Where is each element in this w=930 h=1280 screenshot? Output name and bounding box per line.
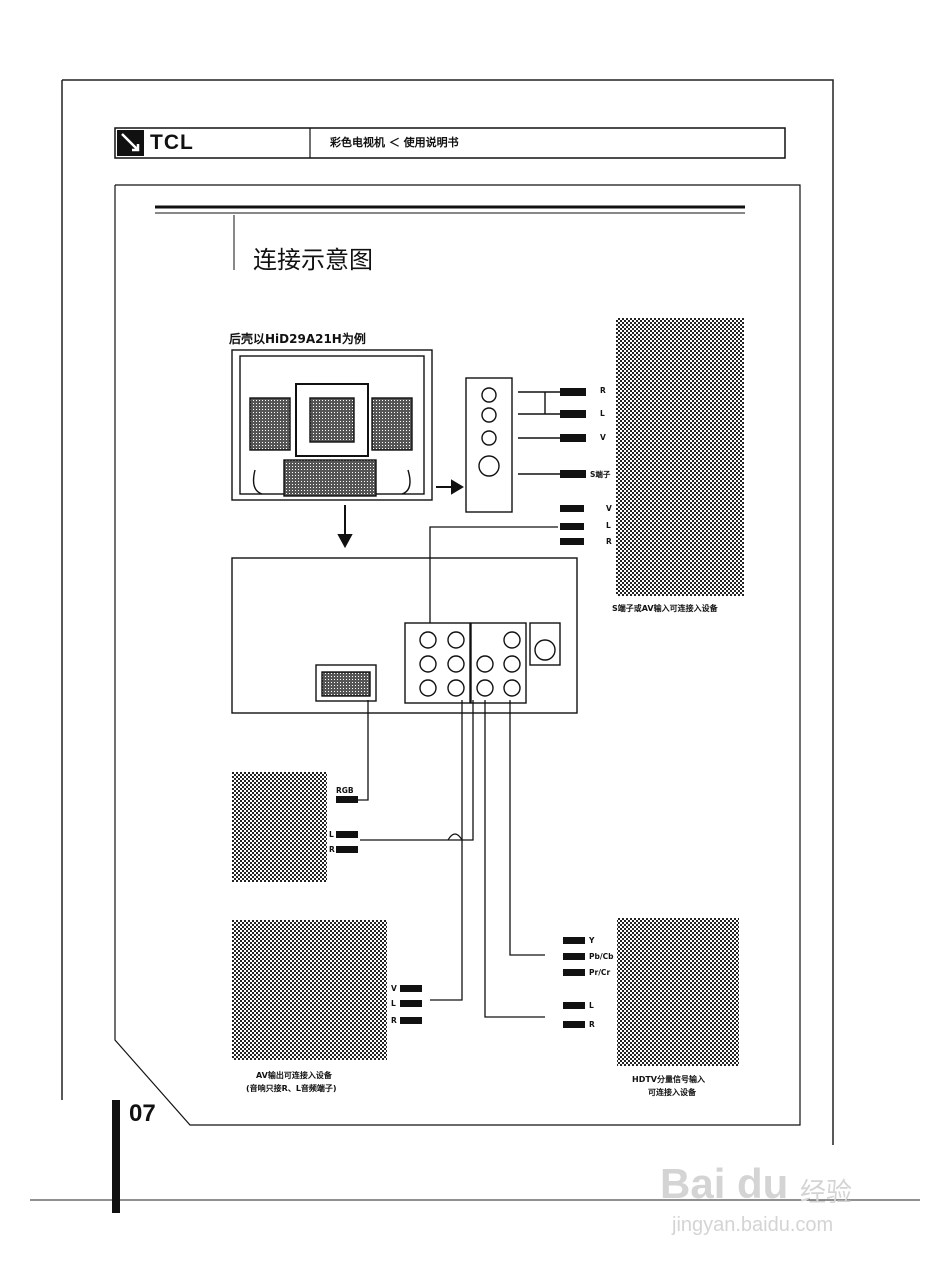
page-number: 07 xyxy=(129,1100,156,1127)
hdtv-label-pr: Pr/Cr xyxy=(589,968,611,977)
header-bar xyxy=(114,127,786,159)
av-out-label-r: R xyxy=(391,1016,397,1025)
arrow-down-icon xyxy=(337,505,353,549)
computer-device-image xyxy=(232,772,327,882)
av-in-label-l: L xyxy=(606,521,611,530)
hdtv-label-y: Y xyxy=(589,936,595,945)
page-frame xyxy=(30,79,920,1201)
connection-cables xyxy=(350,526,558,1018)
back-panel-drawing xyxy=(231,557,578,714)
rgb-label-l: L xyxy=(329,830,334,839)
hdtv-caption-line2: 可连接入设备 xyxy=(648,1088,696,1097)
av-out-label-v: V xyxy=(391,984,397,993)
content-frame xyxy=(114,184,801,1126)
rgb-label-r: R xyxy=(329,845,335,854)
page-title: 连接示意图 xyxy=(253,246,373,274)
side-label-l: L xyxy=(600,409,605,418)
rear-cabinet-drawing xyxy=(231,349,433,501)
hdtv-caption-line1: HDTV分量信号输入 xyxy=(632,1075,705,1084)
hdtv-device-image xyxy=(617,918,739,1066)
baidu-watermark-cn: 经验 xyxy=(800,1178,853,1208)
baidu-watermark-url: jingyan.baidu.com xyxy=(672,1214,834,1236)
audio-video-device-image xyxy=(232,920,387,1060)
rgb-label: RGB xyxy=(336,786,354,795)
side-av-panel xyxy=(465,377,560,513)
hdtv-label-r: R xyxy=(589,1020,595,1029)
side-label-v: V xyxy=(600,433,606,442)
camcorder-device-image xyxy=(616,318,744,596)
av-out-label-l: L xyxy=(391,999,396,1008)
hdtv-label-pb: Pb/Cb xyxy=(589,952,614,961)
header-subtitle: 彩色电视机 ＜ 使用说明书 xyxy=(330,136,459,149)
rca-plug-icons xyxy=(336,388,586,1028)
rear-cabinet-caption: 后壳以HiD29A21H为例 xyxy=(229,332,366,346)
av-in-label-v: V xyxy=(606,504,612,513)
av-in-label-r: R xyxy=(606,537,612,546)
baidu-watermark-logo: Bai du xyxy=(660,1160,789,1207)
av-output-caption-line1: AV输出可连接入设备 xyxy=(256,1071,332,1080)
side-label-r: R xyxy=(600,386,606,395)
s-av-input-caption: S端子或AV输入可连接入设备 xyxy=(612,604,718,613)
av-output-caption-line2: (音响只接R、L音频端子) xyxy=(246,1084,337,1093)
brand-logo-text: TCL xyxy=(150,131,194,154)
page-number-bar xyxy=(112,1100,120,1213)
side-label-s-video: S端子 xyxy=(590,470,611,479)
hdtv-label-l: L xyxy=(589,1001,594,1010)
arrow-right-icon xyxy=(436,479,464,495)
